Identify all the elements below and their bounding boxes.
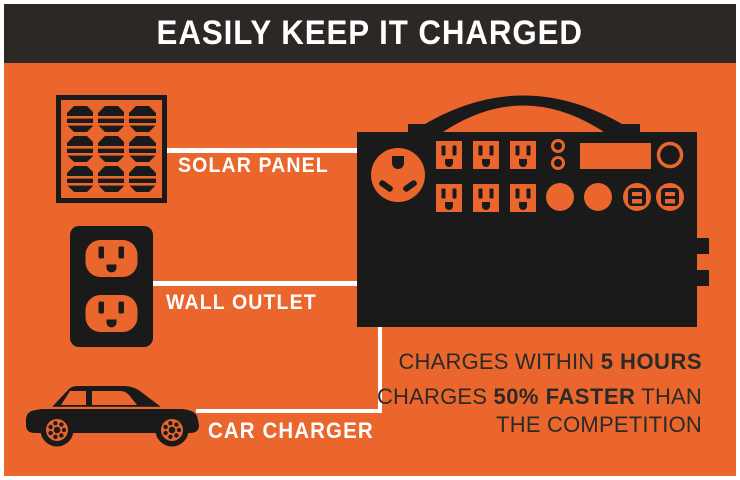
connector-car-line-horizontal — [196, 409, 382, 413]
round-button-1 — [546, 183, 574, 211]
car-icon — [26, 386, 199, 447]
claim-charge-time-text: CHARGES WITHIN — [398, 349, 601, 374]
connector-solar-line — [166, 148, 357, 153]
charging-claims: CHARGES WITHIN 5 HOURS CHARGES 50% FASTE… — [377, 348, 702, 439]
claim-charge-time-bold: 5 HOURS — [600, 349, 702, 374]
page-title: EASILY KEEP IT CHARGED — [156, 14, 584, 52]
indicator-light-2 — [551, 156, 565, 170]
car-charger-label: CAR CHARGER — [208, 418, 374, 443]
claim-faster-text: CHARGES — [376, 384, 494, 409]
ac-outlets — [436, 141, 536, 212]
power-button — [656, 141, 684, 169]
power-station-icon — [357, 95, 709, 327]
claim-faster-line1: CHARGES 50% FASTER THAN — [377, 383, 702, 411]
claim-charge-time: CHARGES WITHIN 5 HOURS — [377, 348, 702, 376]
connector-wall-line — [152, 281, 357, 286]
claim-faster-line2: THE COMPETITION — [496, 412, 702, 437]
wall-outlet-label: WALL OUTLET — [166, 291, 317, 314]
claim-faster-suffix: THAN — [635, 384, 702, 409]
rv-outlet — [371, 148, 425, 202]
claim-faster-bold: 50% FASTER — [493, 384, 636, 409]
solar-panel-icon — [56, 95, 167, 203]
solar-panel-label: SOLAR PANEL — [178, 154, 329, 177]
usb-port-2 — [656, 183, 684, 211]
usb-port-1 — [623, 183, 651, 211]
header-banner: EASILY KEEP IT CHARGED — [4, 4, 736, 63]
wall-outlet-icon — [70, 226, 153, 347]
display-screen — [580, 143, 651, 169]
infographic-canvas: EASILY KEEP IT CHARGED — [4, 4, 736, 476]
indicator-light-1 — [551, 139, 565, 153]
round-button-2 — [584, 183, 612, 211]
connector-car-line-vertical — [378, 327, 382, 413]
